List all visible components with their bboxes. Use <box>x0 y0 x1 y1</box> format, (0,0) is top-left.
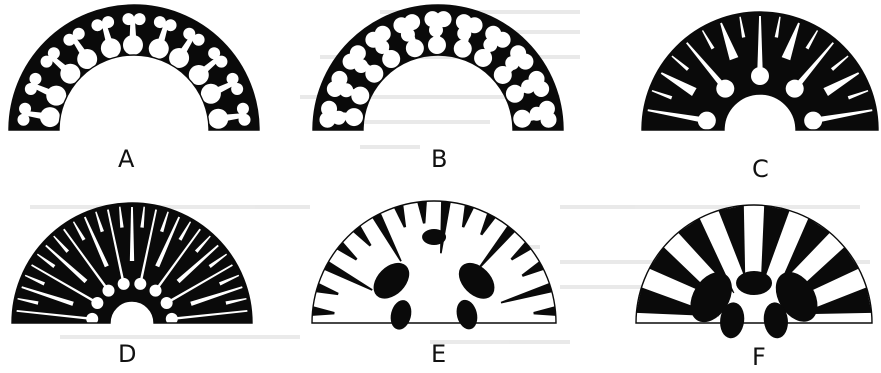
diagram-panel-c-node-6 <box>786 80 804 98</box>
diagram-panel-e <box>312 201 556 332</box>
diagram-panel-a <box>9 5 259 130</box>
panel-label-d: D <box>118 340 136 368</box>
diagram-panel-c <box>642 12 878 130</box>
diagram-panel-d-node-6 <box>161 297 173 309</box>
panel-label-c: C <box>752 155 769 183</box>
diagram-panel-b-cell-29 <box>429 23 443 37</box>
diagram-panel-a-cell-39 <box>25 83 37 95</box>
diagram-panel-a-cell-27 <box>91 19 103 31</box>
panel-label-a: A <box>118 145 135 173</box>
diagram-panel-e-field <box>312 201 556 323</box>
diagram-panel-a-cell-3 <box>237 103 249 115</box>
panel-label-b: B <box>431 145 447 173</box>
diagram-panel-d-node-11 <box>150 285 162 297</box>
diagram-panel-c-node-21 <box>698 112 716 130</box>
diagram-panel-e-blob-18 <box>422 229 446 245</box>
panel-label-f: F <box>752 343 766 371</box>
diagram-panel-a-cell-11 <box>208 47 220 59</box>
diagram-panel-b-cell-4 <box>530 107 544 121</box>
diagram-panel-f-blob-10 <box>736 271 772 295</box>
diagram-panel-b-cell-39 <box>375 40 389 54</box>
diagram-panel-c-node-16 <box>716 80 734 98</box>
diagram-panel-d <box>12 203 252 325</box>
panel-label-e: E <box>431 340 446 368</box>
diagram-panel-c-node-11 <box>751 67 769 85</box>
diagram-panel-a-cell-31 <box>63 34 75 46</box>
diagram-panel-b-cell-19 <box>483 38 497 52</box>
diagram-panel-a-cell-35 <box>41 56 53 68</box>
diagram-panel-d-node-26 <box>102 285 114 297</box>
diagram-panel-d-node-21 <box>118 278 130 290</box>
diagram-panel-b-cell-9 <box>521 80 535 94</box>
diagram-panel-a-cell-18 <box>165 19 177 31</box>
diagram-panel-b <box>313 5 563 130</box>
diagram-panel-a-cell-26 <box>102 16 114 28</box>
diagram-panel-b-cell-14 <box>505 56 519 70</box>
diagram-panel-d-node-31 <box>91 297 103 309</box>
diagram-panel-b-cell-24 <box>457 27 471 41</box>
diagram-panel-a-cell-42 <box>19 103 31 115</box>
diagram-panel-a-cell-19 <box>154 16 166 28</box>
diagram-panel-a-cell-22 <box>134 13 146 25</box>
diagram-panel-c-node-1 <box>804 112 822 130</box>
diagram-panel-a-cell-23 <box>122 13 134 25</box>
diagram-panel-b-cell-49 <box>339 83 353 97</box>
diagram-panel-a-cell-43 <box>17 114 29 126</box>
diagram-panel-b-cell-44 <box>354 59 368 73</box>
diagram-panel-d-node-16 <box>134 278 146 290</box>
diagram-panel-b-cell-54 <box>332 111 346 125</box>
diagram-panel-a-cell-7 <box>227 73 239 85</box>
diagram-panel-f <box>636 205 872 340</box>
diagram-panel-b-cell-34 <box>401 28 415 42</box>
diagram-panel-a-cell-2 <box>239 114 251 126</box>
diagram-panel-a-cell-15 <box>183 28 195 40</box>
